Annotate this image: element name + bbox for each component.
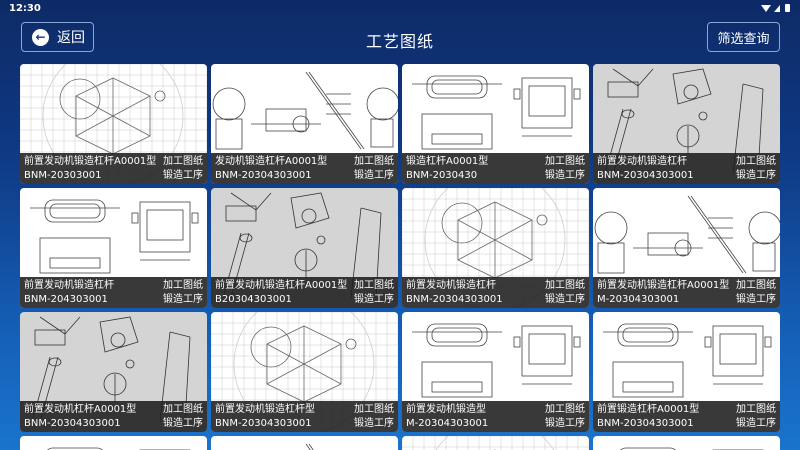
drawing-thumbnail [402,436,589,450]
drawing-code: BNM-2030430 [406,170,478,181]
card-caption: 前置发动机杠杆A0001型 加工图纸 BNM-20304303001 锻造工序 [20,401,207,432]
drawing-type: 加工图纸 [354,156,394,167]
drawing-type: 加工图纸 [736,156,776,167]
drawing-type: 加工图纸 [545,404,585,415]
drawing-process: 锻造工序 [545,170,585,181]
drawing-card[interactable]: 发动机锻造杠杆A0001型 加工图纸 BNM-20304303001 锻造工序 [211,64,398,184]
drawing-card[interactable] [402,436,589,450]
drawing-process: 锻造工序 [354,418,394,429]
card-caption: 前置发动机锻造杠杆A0001型 加工图纸 BNM-20303001 锻造工序 [20,153,207,184]
drawing-name: 前置锻造杠杆A0001型 [597,404,700,415]
drawing-card[interactable]: 前置发动机锻造杠杆A0001型 加工图纸 B20304303001 锻造工序 [211,188,398,308]
drawing-card[interactable]: 前置发动机锻造杠杆 加工图纸 BNM-204303001 锻造工序 [20,188,207,308]
drawing-type: 加工图纸 [163,404,203,415]
arrow-left-icon: ← [32,28,49,46]
drawing-code: BNM-20304303001 [406,294,503,305]
drawing-name: 前置发动机锻造型 [406,404,486,415]
drawing-thumbnail [412,323,581,398]
drawing-process: 锻造工序 [736,294,776,305]
card-caption: 前置发动机锻造杠杆 加工图纸 BNM-204303001 锻造工序 [20,277,207,308]
drawing-thumbnail [620,447,764,450]
drawing-name: 前置发动机锻造杠杆A0001型 [597,280,730,291]
drawing-thumbnail [305,443,314,450]
drawing-card[interactable]: 锻造杠杆A0001型 加工图纸 BNM-2030430 锻造工序 [402,64,589,184]
drawing-thumbnail [412,75,581,150]
card-caption: 发动机锻造杠杆A0001型 加工图纸 BNM-20304303001 锻造工序 [211,153,398,184]
drawing-card[interactable]: 前置发动机锻造杠杆型 加工图纸 BNM-20304303001 锻造工序 [211,312,398,432]
drawing-process: 锻造工序 [736,170,776,181]
status-icons [761,4,790,12]
drawing-process: 锻造工序 [163,418,203,429]
drawing-type: 加工图纸 [736,404,776,415]
card-caption: 前置发动机锻造型 加工图纸 M-20304303001 锻造工序 [402,401,589,432]
drawing-type: 加工图纸 [163,156,203,167]
signal-icon [774,4,780,12]
drawing-code: BNM-204303001 [24,294,108,305]
drawing-card[interactable] [593,436,780,450]
drawing-process: 锻造工序 [163,170,203,181]
drawing-code: BNM-20304303001 [597,170,694,181]
drawing-name: 前置发动机锻造杠杆A0001型 [24,156,157,167]
drawing-grid: 前置发动机锻造杠杆A0001型 加工图纸 BNM-20303001 锻造工序 发… [20,64,781,450]
status-time: 12:30 [9,2,41,14]
drawing-type: 加工图纸 [354,404,394,415]
card-caption: 前置发动机锻造杠杆A0001型 加工图纸 B20304303001 锻造工序 [211,277,398,308]
drawing-name: 锻造杠杆A0001型 [406,156,489,167]
card-caption: 前置发动机锻造杠杆 加工图纸 BNM-20304303001 锻造工序 [402,277,589,308]
drawing-code: BNM-20304303001 [215,418,312,429]
drawing-thumbnail [30,199,199,274]
drawing-process: 锻造工序 [163,294,203,305]
drawing-card[interactable]: 前置发动机锻造杠杆 加工图纸 BNM-20304303001 锻造工序 [402,188,589,308]
back-button[interactable]: ← 返回 [21,22,94,52]
drawing-name: 发动机锻造杠杆A0001型 [215,156,328,167]
drawing-name: 前置发动机锻造杠杆A0001型 [215,280,348,291]
drawing-process: 锻造工序 [545,294,585,305]
card-caption: 前置锻造杠杆A0001型 加工图纸 BNM-20304303001 锻造工序 [593,401,780,432]
card-caption: 前置发动机锻造杠杆A0001型 加工图纸 M-20304303001 锻造工序 [593,277,780,308]
drawing-type: 加工图纸 [545,280,585,291]
drawing-type: 加工图纸 [736,280,776,291]
page-title: 工艺图纸 [365,32,434,51]
drawing-code: BNM-20303001 [24,170,102,181]
drawing-name: 前置发动机杠杆A0001型 [24,404,137,415]
drawing-card[interactable]: 前置锻造杠杆A0001型 加工图纸 BNM-20304303001 锻造工序 [593,312,780,432]
drawing-thumbnail [603,323,772,398]
wifi-icon [761,4,771,12]
drawing-name: 前置发动机锻造杠杆 [24,280,114,291]
drawing-name: 前置发动机锻造杠杆型 [215,404,315,415]
drawing-code: M-20304303001 [406,418,489,429]
drawing-name: 前置发动机锻造杠杆 [406,280,496,291]
drawing-card[interactable] [20,436,207,450]
card-caption: 前置发动机锻造杠杆型 加工图纸 BNM-20304303001 锻造工序 [211,401,398,432]
drawing-type: 加工图纸 [354,280,394,291]
drawing-process: 锻造工序 [354,294,394,305]
status-bar: 12:30 [0,0,800,16]
drawing-process: 锻造工序 [736,418,776,429]
drawing-thumbnail [212,71,398,150]
drawing-card[interactable]: 前置发动机杠杆A0001型 加工图纸 BNM-20304303001 锻造工序 [20,312,207,432]
app-header: ← 返回 工艺图纸 筛选查询 [0,16,800,62]
drawing-thumbnail [47,447,191,450]
drawing-thumbnail [594,195,780,274]
drawing-process: 锻造工序 [545,418,585,429]
drawing-card[interactable]: 前置发动机锻造杠杆A0001型 加工图纸 M-20304303001 锻造工序 [593,188,780,308]
back-label: 返回 [57,30,85,46]
drawing-code: B20304303001 [215,294,292,305]
drawing-type: 加工图纸 [163,280,203,291]
drawing-card[interactable] [211,436,398,450]
drawing-process: 锻造工序 [354,170,394,181]
drawing-code: BNM-20304303001 [597,418,694,429]
drawing-code: BNM-20304303001 [24,418,121,429]
drawing-code: M-20304303001 [597,294,680,305]
card-caption: 锻造杠杆A0001型 加工图纸 BNM-2030430 锻造工序 [402,153,589,184]
drawing-card[interactable]: 前置发动机锻造杠杆A0001型 加工图纸 BNM-20303001 锻造工序 [20,64,207,184]
drawing-name: 前置发动机锻造杠杆 [597,156,687,167]
drawing-card[interactable]: 前置发动机锻造杠杆 加工图纸 BNM-20304303001 锻造工序 [593,64,780,184]
drawing-code: BNM-20304303001 [215,170,312,181]
drawing-type: 加工图纸 [545,156,585,167]
filter-query-button[interactable]: 筛选查询 [707,22,780,52]
battery-icon [785,4,790,12]
drawing-card[interactable]: 前置发动机锻造型 加工图纸 M-20304303001 锻造工序 [402,312,589,432]
card-caption: 前置发动机锻造杠杆 加工图纸 BNM-20304303001 锻造工序 [593,153,780,184]
